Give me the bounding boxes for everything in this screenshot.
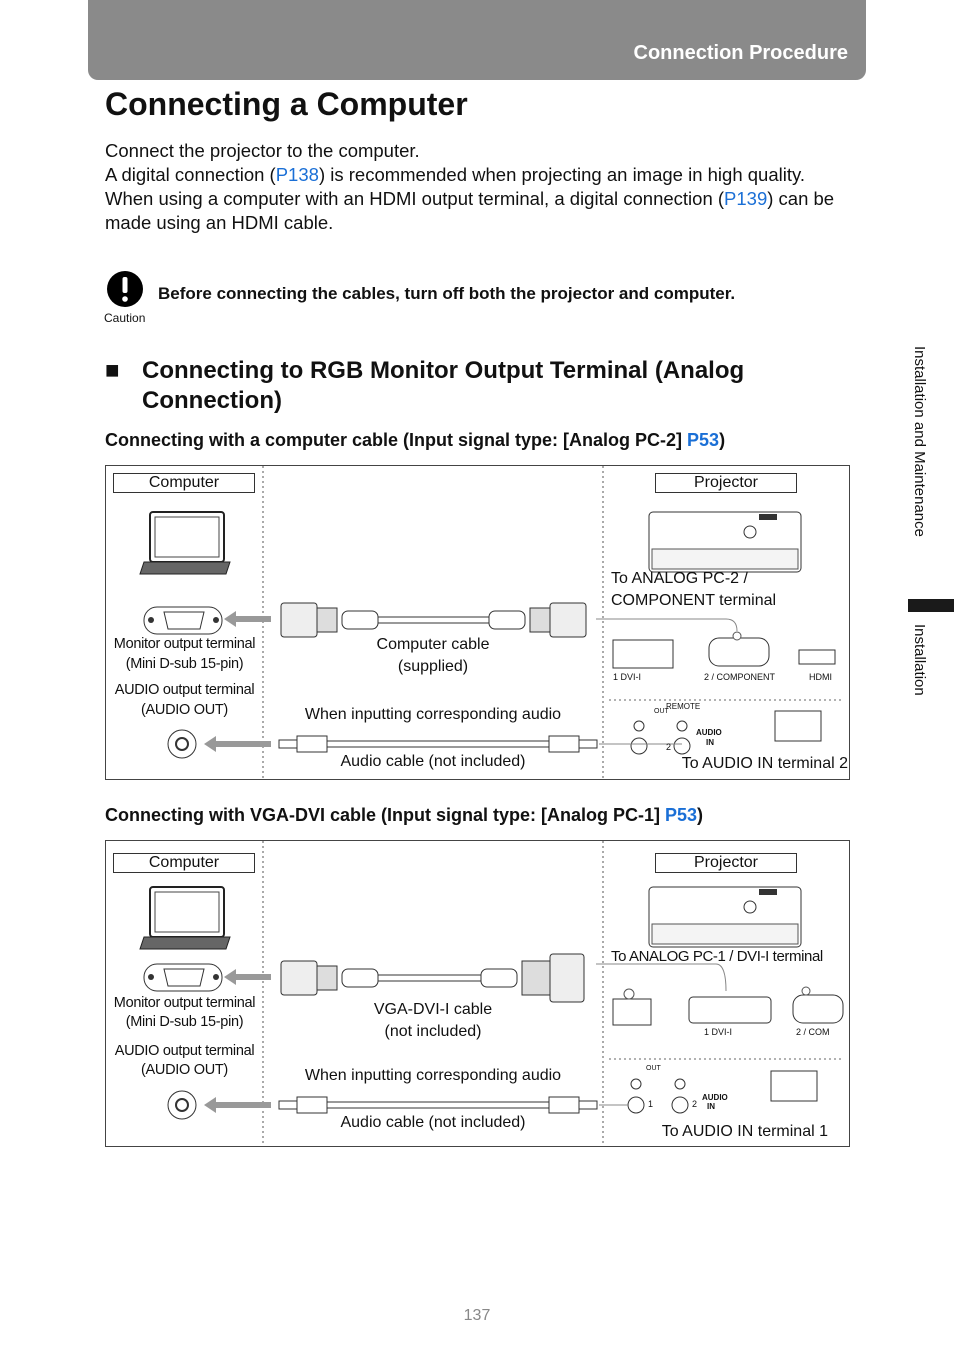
monitor-terminal-label: Monitor output terminal — [113, 636, 256, 652]
audio-output-sublabel: (AUDIO OUT) — [141, 1062, 228, 1078]
section-heading-text: Connecting to RGB Monitor Output Termina… — [142, 357, 745, 414]
audio-cable-label: Audio cable (not included) — [340, 753, 526, 770]
cable-sublabel: (not included) — [384, 1023, 482, 1040]
caution-icon — [107, 271, 143, 307]
subheading-text: Connecting with VGA-DVI cable (Input sig… — [105, 805, 666, 825]
subheading-text: ) — [719, 430, 726, 450]
target-terminal-sublabel: COMPONENT terminal — [611, 592, 777, 609]
side-tab-section: Installation — [911, 624, 928, 696]
audio-note: When inputting corresponding audio — [304, 1067, 562, 1084]
link-p138[interactable]: P138 — [275, 164, 319, 185]
link-p53[interactable]: P53 — [687, 430, 720, 450]
projector-label: Projector — [655, 853, 797, 873]
side-tab-chapter: Installation and Maintenance — [911, 346, 928, 537]
computer-cable-graphic — [280, 602, 587, 638]
port-label-dvi: 1 DVI-I — [704, 1027, 733, 1037]
page-title: Connecting a Computer — [105, 86, 468, 122]
vga-dvi-cable-graphic — [280, 953, 585, 1003]
dsub-port-icon — [143, 606, 223, 635]
target-terminal-label: To ANALOG PC-2 / — [611, 570, 748, 587]
port-label-out: OUT — [654, 708, 669, 715]
section-bullet: ■ — [105, 357, 120, 384]
laptop-icon — [139, 511, 231, 575]
computer-label: Computer — [113, 473, 255, 493]
port-label-component: 2 / COMPONENT — [704, 672, 776, 682]
intro-text-fragment: When using a computer with an HDMI outpu… — [105, 188, 725, 209]
cable-sublabel: (supplied) — [397, 658, 469, 675]
audio-cable-label: Audio cable (not included) — [340, 1114, 526, 1131]
intro-text: Connect the projector to the computer. A… — [105, 139, 850, 235]
intro-line-2: A digital connection (P138) is recommend… — [105, 163, 850, 187]
port-label-remote: REMOTE — [666, 702, 701, 711]
intro-line-3: When using a computer with an HDMI outpu… — [105, 187, 850, 235]
port-num-2: 2 — [666, 742, 672, 752]
audio-cable-graphic — [278, 735, 598, 753]
diagram-2-graphics — [139, 841, 844, 1146]
diagram-vga-dvi-cable: Computer Projector Monitor output termin… — [105, 840, 850, 1147]
side-tab-marker — [908, 599, 954, 612]
projector-label: Projector — [655, 473, 797, 493]
audio-jack-icon — [167, 1090, 197, 1120]
subheading-text: ) — [697, 805, 704, 825]
caution-label: Caution — [104, 311, 146, 325]
intro-line-1: Connect the projector to the computer. — [105, 140, 420, 161]
audio-target-label: To AUDIO IN terminal 1 — [661, 1123, 828, 1140]
intro-text-fragment: ) is recommended when projecting an imag… — [318, 164, 805, 185]
port-label-hdmi: HDMI — [809, 672, 832, 682]
port-label-in: IN — [707, 1102, 715, 1111]
projector-panel-graphic — [609, 631, 841, 755]
audio-note: When inputting corresponding audio — [304, 706, 562, 723]
subheading-computer-cable: Connecting with a computer cable (Input … — [105, 430, 725, 451]
port-label-in: IN — [706, 738, 714, 747]
link-p139[interactable]: P139 — [724, 188, 768, 209]
projector-icon — [648, 886, 802, 948]
caution-text: Before connecting the cables, turn off b… — [158, 284, 736, 303]
audio-cable-graphic — [278, 1096, 598, 1114]
section-heading: ■ Connecting to RGB Monitor Output Termi… — [105, 356, 825, 416]
header-bar: Connection Procedure — [88, 0, 866, 80]
port-label-out: OUT — [646, 1065, 661, 1072]
dsub-port-icon — [143, 963, 223, 992]
subheading-vga-dvi: Connecting with VGA-DVI cable (Input sig… — [105, 805, 703, 826]
monitor-terminal-sublabel: (Mini D-sub 15-pin) — [125, 1014, 244, 1030]
audio-target-label: To AUDIO IN terminal 2 — [681, 755, 848, 772]
audio-output-sublabel: (AUDIO OUT) — [141, 702, 228, 718]
cable-label: VGA-DVI-I cable — [373, 1001, 493, 1018]
audio-jack-icon — [167, 729, 197, 759]
intro-text-fragment: A digital connection ( — [105, 164, 276, 185]
monitor-terminal-sublabel: (Mini D-sub 15-pin) — [125, 656, 244, 672]
diagram-1-graphics — [139, 466, 841, 779]
target-terminal-label: To ANALOG PC-1 / DVI-I terminal — [611, 948, 823, 965]
port-label-audio: AUDIO — [696, 728, 722, 737]
laptop-icon — [139, 886, 231, 950]
diagram-computer-cable: Computer Projector Monitor output termin… — [105, 465, 850, 780]
port-label-audio: AUDIO — [702, 1093, 728, 1102]
audio-output-label: AUDIO output terminal — [114, 1043, 255, 1059]
monitor-terminal-label: Monitor output terminal — [113, 995, 256, 1011]
port-num-1: 1 — [648, 1099, 654, 1109]
projector-panel-graphic — [609, 986, 844, 1114]
audio-output-label: AUDIO output terminal — [114, 682, 255, 698]
header-section-label: Connection Procedure — [633, 42, 848, 64]
computer-label: Computer — [113, 853, 255, 873]
projector-icon — [648, 511, 802, 573]
cable-label: Computer cable — [376, 636, 490, 653]
port-num-2: 2 — [692, 1099, 698, 1109]
page-number: 137 — [463, 1307, 491, 1324]
port-label-component: 2 / COM — [796, 1027, 830, 1037]
link-p53[interactable]: P53 — [665, 805, 698, 825]
subheading-text: Connecting with a computer cable (Input … — [105, 430, 688, 450]
intro-text-fragment: ) can be made using an HDMI cable. — [105, 188, 835, 233]
port-label-dvi: 1 DVI-I — [613, 672, 642, 682]
